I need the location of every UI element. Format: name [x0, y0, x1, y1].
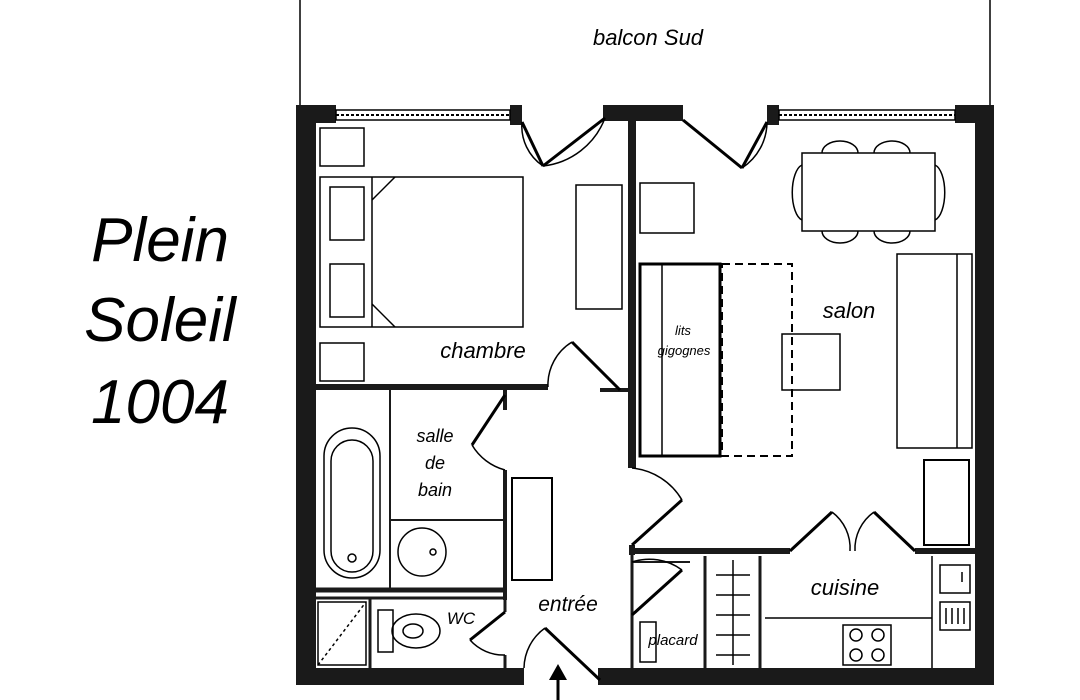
label-bunk-line-1: lits: [675, 323, 691, 338]
windows: [335, 109, 956, 121]
wc-fixtures: [317, 601, 441, 666]
entrance-arrow-icon: [549, 664, 567, 700]
balcony: [299, 0, 991, 105]
title-line-3: 1004: [91, 368, 229, 437]
label-bath-line-2: de: [425, 453, 445, 473]
interior-doors: [469, 340, 917, 682]
label-balcony: balcon Sud: [593, 25, 704, 50]
label-bedroom: chambre: [440, 338, 526, 363]
label-bath-line-3: bain: [418, 480, 452, 500]
interior-walls: [316, 120, 975, 668]
title-line-2: Soleil: [84, 286, 236, 355]
label-cupboard: placard: [647, 632, 698, 649]
title-line-1: Plein: [91, 206, 229, 275]
living-furniture: [638, 140, 973, 546]
label-kitchen: cuisine: [811, 575, 879, 600]
exterior-walls: [296, 105, 994, 685]
balcony-doors: [520, 116, 769, 170]
kitchen-fixtures: [639, 556, 971, 668]
label-wc: WC: [447, 609, 476, 628]
label-bath-line-1: salle: [416, 426, 453, 446]
label-entrance: entrée: [538, 593, 598, 616]
label-living: salon: [823, 298, 876, 323]
label-bunk-line-2: gigognes: [658, 343, 711, 358]
bedroom-furniture: [319, 127, 623, 382]
bathroom-fixtures: [323, 427, 553, 581]
